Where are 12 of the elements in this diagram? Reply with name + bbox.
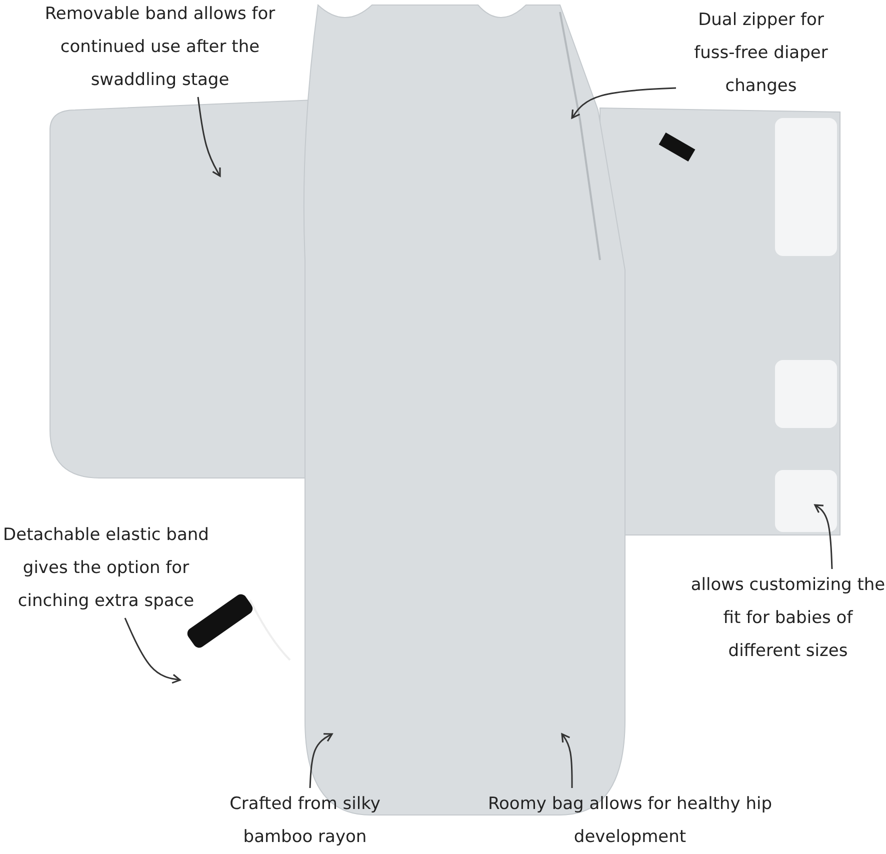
callout-text: allows customizing the fit for babies of different sizes <box>690 569 886 668</box>
leader-arrow <box>309 733 333 788</box>
callout-text: Dual zipper for fuss-free diaper changes <box>676 4 846 103</box>
leader-arrow <box>197 96 221 177</box>
callout-text: Crafted from silky bamboo rayon <box>200 788 410 854</box>
leader-arrow <box>571 87 676 119</box>
callout-text: Roomy bag allows for healthy hip development <box>485 788 775 854</box>
leader-arrow <box>561 733 573 788</box>
callout-text: Removable band allows for continued use after the swaddling stage <box>20 0 300 97</box>
callout-text: Detachable elastic band gives the option for cinching extra space <box>0 519 212 618</box>
leader-arrow <box>814 504 833 570</box>
leader-arrow <box>124 618 181 684</box>
